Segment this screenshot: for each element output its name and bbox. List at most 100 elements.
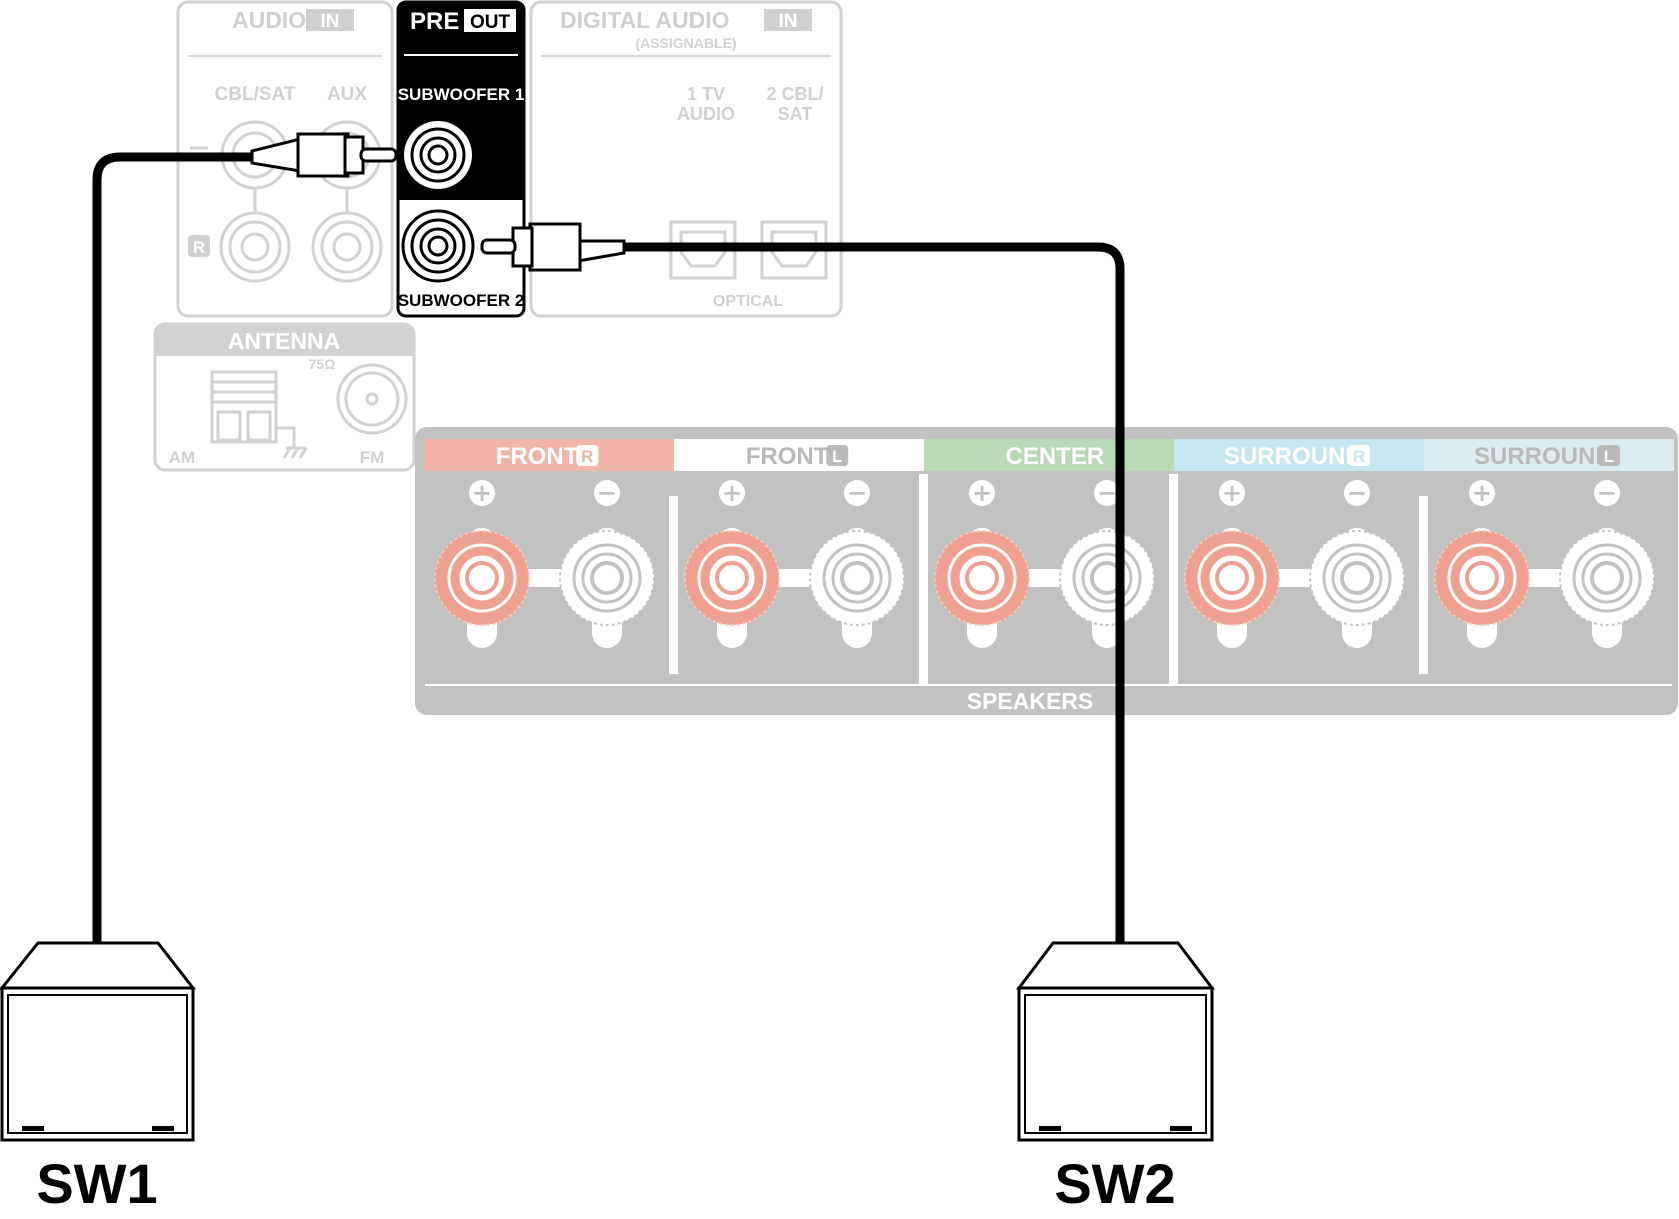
speaker-group-header <box>424 439 674 471</box>
minus-symbol-icon-bg <box>1094 480 1120 506</box>
minus-symbol-icon-bg <box>844 480 870 506</box>
minus-symbol-icon: − <box>1347 479 1367 507</box>
speaker-group-header <box>674 439 924 471</box>
subwoofer-2-label: SUBWOOFER 2 <box>398 291 525 310</box>
speaker-side-badge <box>576 445 599 466</box>
audio-in-badge: IN <box>321 11 340 32</box>
digital-in-subtitle: (ASSIGNABLE) <box>635 35 736 51</box>
optical-1-label-line1: 1 TV <box>687 84 725 104</box>
speaker-group-center-c: CENTER + − <box>919 439 1174 684</box>
digital-in-badge-bg <box>764 9 812 31</box>
pre-out-title: PRE <box>410 8 459 35</box>
speaker-group-header <box>1174 439 1424 471</box>
minus-symbol-icon-bg <box>1344 480 1370 506</box>
optical-1-label-line2: AUDIO <box>677 104 735 124</box>
digital-in-badge: IN <box>779 11 798 32</box>
audio-in-cbl-sat-label: CBL/SAT <box>215 84 296 105</box>
plus-symbol-icon-bg <box>1219 480 1245 506</box>
speaker-group-header <box>1424 439 1674 471</box>
plus-symbol-icon: + <box>1472 479 1492 507</box>
plus-symbol-icon: + <box>1222 479 1242 507</box>
antenna-title: ANTENNA <box>228 328 340 354</box>
speaker-group-label: SURROUND <box>1474 443 1613 470</box>
subwoofer-1-label-sw1: SW1 <box>36 1152 157 1215</box>
fm-label: FM <box>360 448 385 467</box>
speaker-terminal-minus[interactable] <box>1309 528 1405 648</box>
speaker-terminal-minus[interactable] <box>559 528 655 648</box>
speaker-side-badge <box>826 445 849 466</box>
subwoofer-2-speaker <box>1015 941 1216 1142</box>
subwoofer-1-speaker <box>0 941 197 1142</box>
digital-audio-in-panel: DIGITAL AUDIO IN (ASSIGNABLE) 1 TV AUDIO… <box>529 0 843 318</box>
speaker-divider <box>919 474 928 684</box>
speaker-side-badge <box>1598 445 1620 466</box>
speaker-terminal-minus[interactable] <box>1059 528 1155 648</box>
audio-in-r-label: R <box>193 238 205 257</box>
speaker-group-header <box>924 439 1174 471</box>
speaker-side-badge <box>1348 445 1370 466</box>
fm-antenna-jack[interactable] <box>336 363 408 435</box>
antenna-panel: ANTENNA 75Ω AM FM <box>153 322 416 472</box>
pre-out-panel: PRE OUT SUBWOOFER 1 SUBWOOFER 2 <box>396 0 526 318</box>
plus-symbol-icon-bg <box>969 480 995 506</box>
speaker-divider <box>1169 474 1178 684</box>
speaker-group-label: SURROUND <box>1224 443 1363 470</box>
subwoofer-2-cable <box>480 222 1125 945</box>
subwoofer-1-cable <box>92 132 398 945</box>
speaker-side-label: R <box>581 447 593 466</box>
plus-symbol-icon: + <box>722 479 742 507</box>
subwoofer-1-jack[interactable] <box>404 121 472 189</box>
minus-symbol-icon: − <box>597 479 617 507</box>
minus-symbol-icon: − <box>847 479 867 507</box>
speaker-group-label: FRONT <box>746 443 829 470</box>
speakers-footer-label: SPEAKERS <box>967 688 1094 714</box>
minus-symbol-icon-bg <box>594 480 620 506</box>
optical-2-label-line2: SAT <box>778 104 813 124</box>
speaker-divider <box>669 496 678 674</box>
speaker-terminal-plus[interactable] <box>934 528 1030 648</box>
audio-in-title: AUDIO <box>232 7 306 33</box>
optical-2-label-line1: 2 CBL/ <box>766 84 823 104</box>
audio-in-r-badge-bg <box>188 235 210 257</box>
plus-symbol-icon: + <box>972 479 992 507</box>
speaker-terminal-minus[interactable] <box>1559 528 1655 648</box>
plus-symbol-icon-bg <box>719 480 745 506</box>
speaker-terminal-plus[interactable] <box>1434 528 1530 648</box>
subwoofer-2-label-sw2: SW2 <box>1054 1152 1175 1215</box>
antenna-ohm-label: 75Ω <box>309 356 336 372</box>
minus-symbol-icon: − <box>1097 479 1117 507</box>
subwoofer-2-jack[interactable] <box>401 209 475 283</box>
speaker-terminal-plus[interactable] <box>684 528 780 648</box>
pre-out-badge: OUT <box>470 12 511 33</box>
speaker-terminal-plus[interactable] <box>1184 528 1280 648</box>
optical-label: OPTICAL <box>713 293 783 310</box>
pre-out-badge-bg <box>464 9 516 32</box>
am-antenna-terminal[interactable] <box>210 370 308 459</box>
minus-symbol-icon-bg <box>1594 480 1620 506</box>
audio-in-badge-bg <box>306 9 354 31</box>
plus-symbol-icon-bg <box>469 480 495 506</box>
speaker-terminal-plus[interactable] <box>434 528 530 648</box>
speaker-divider <box>1419 496 1428 674</box>
speaker-group-label: CENTER <box>1006 443 1105 470</box>
digital-in-title: DIGITAL AUDIO <box>560 7 730 33</box>
speaker-side-label: R <box>1353 447 1365 466</box>
audio-in-jack-aux-r[interactable] <box>311 211 383 283</box>
minus-symbol-icon: − <box>1597 479 1617 507</box>
speaker-terminal-minus[interactable] <box>809 528 905 648</box>
am-label: AM <box>169 448 195 467</box>
speaker-group-label: FRONT <box>496 443 579 470</box>
subwoofer-1-label: SUBWOOFER 1 <box>398 85 525 104</box>
plus-symbol-icon: + <box>472 479 492 507</box>
plus-symbol-icon-bg <box>1469 480 1495 506</box>
speaker-side-label: L <box>832 447 842 466</box>
audio-in-aux-label: AUX <box>327 84 367 105</box>
audio-in-jack-cbl-r[interactable] <box>219 211 291 283</box>
